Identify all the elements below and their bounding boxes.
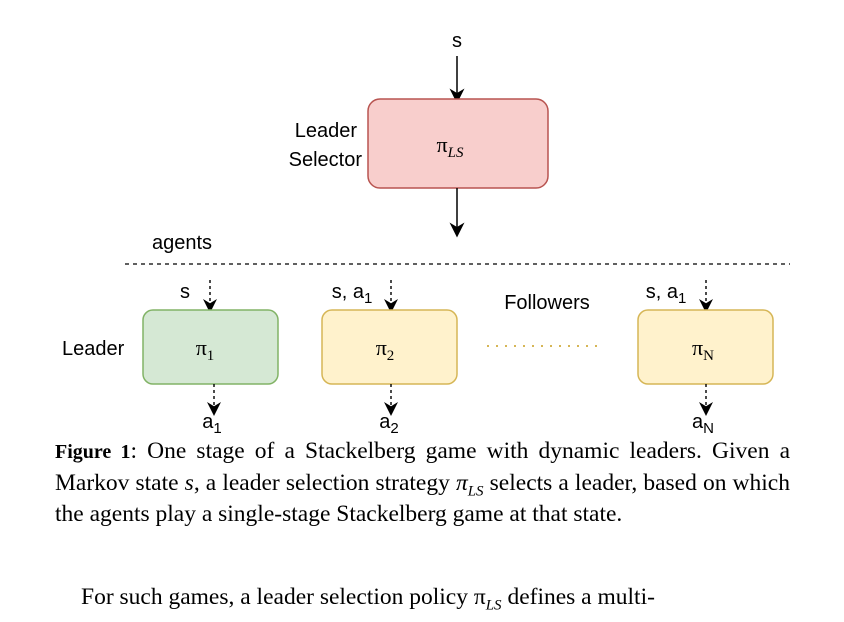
caption-text-a: : One stage of a Stackelberg game with d…: [55, 438, 790, 496]
leader-selector-label-line2: Selector: [289, 149, 363, 171]
selector-input-label: s: [452, 30, 462, 52]
agent-2-box: [321, 309, 458, 385]
leader-selector-label-line1: Leader: [295, 120, 358, 142]
agent-1-policy: π1: [196, 335, 215, 364]
agent-n-box: [637, 309, 774, 385]
followers-label: Followers: [504, 292, 590, 314]
leader-selector-policy: πLS: [437, 132, 464, 161]
agent-1: s π1 a1: [142, 280, 279, 436]
agent-n-policy: πN: [692, 335, 714, 364]
agent-1-input-label: s: [180, 281, 190, 303]
figure-label: Figure 1: [55, 441, 131, 463]
agent-1-box: [142, 309, 279, 385]
body-text-sub: LS: [485, 597, 502, 614]
agent-2: s, a1 π2 a2: [321, 280, 458, 436]
agents-label: agents: [152, 232, 212, 254]
body-paragraph-start: For such games, a leader selection polic…: [55, 582, 790, 622]
caption-var-s: s: [184, 470, 194, 496]
stackelberg-diagram: s πLS Leader Selector agents Followers L…: [62, 30, 790, 436]
leader-label: Leader: [62, 338, 125, 360]
figure-caption: Figure 1: One stage of a Stackelberg gam…: [55, 436, 790, 530]
agent-n-output-label: aN: [692, 411, 714, 436]
body-text-rest: defines a multi-: [501, 584, 655, 610]
caption-text-c: selects a leader, based on which the age…: [55, 470, 790, 527]
caption-pi: π: [455, 470, 468, 496]
agent-n-input-label: s, a1: [646, 281, 687, 307]
leader-selector-box: [367, 98, 549, 189]
agent-n: s, a1 πN aN: [637, 280, 774, 436]
agent-2-input-label: s, a1: [332, 281, 373, 307]
body-text-line: For such games, a leader selection polic…: [81, 584, 486, 610]
caption-text-b: , a leader selection strategy: [193, 470, 456, 496]
agent-2-output-label: a2: [379, 411, 398, 436]
agent-1-output-label: a1: [202, 411, 221, 436]
agent-2-policy: π2: [376, 335, 395, 364]
caption-pi-sub: LS: [467, 483, 484, 500]
